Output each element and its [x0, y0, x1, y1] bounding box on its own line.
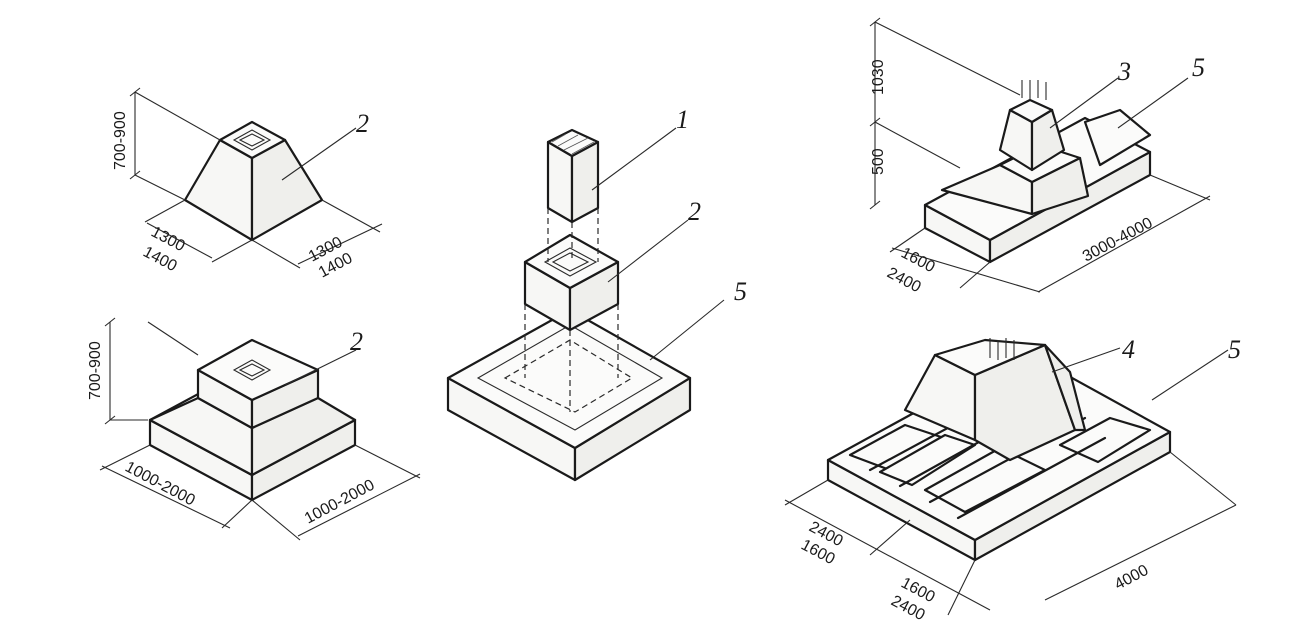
br-socket-label: 4 — [1122, 335, 1135, 364]
tl-height-label: 700-900 — [112, 111, 129, 170]
footing-stepped — [99, 317, 421, 541]
center-slab-label: 5 — [734, 277, 747, 306]
tr-height-lower-label: 500 — [870, 148, 887, 175]
footing-pyramid — [129, 87, 383, 269]
tl-part-label: 2 — [356, 109, 369, 138]
tr-socket-label: 3 — [1117, 57, 1131, 86]
footing-elongated — [869, 17, 1211, 293]
center-column-label: 1 — [676, 105, 689, 134]
tr-length-label: 3000-4000 — [1080, 215, 1156, 266]
tr-height-upper-label: 1030 — [870, 59, 887, 95]
footing-ribbed — [784, 338, 1237, 616]
bl-part-label: 2 — [350, 327, 363, 356]
center-socket-label: 2 — [688, 197, 701, 226]
bl-depth-label: 1000-2000 — [302, 477, 378, 528]
bl-width-label: 1000-2000 — [122, 459, 198, 510]
br-length-label: 4000 — [1112, 562, 1151, 594]
br-slab-label: 5 — [1228, 335, 1241, 364]
tr-slab-label: 5 — [1192, 53, 1205, 82]
bl-height-label: 700-900 — [87, 341, 104, 400]
assembly-column-socket-slab — [446, 128, 692, 482]
